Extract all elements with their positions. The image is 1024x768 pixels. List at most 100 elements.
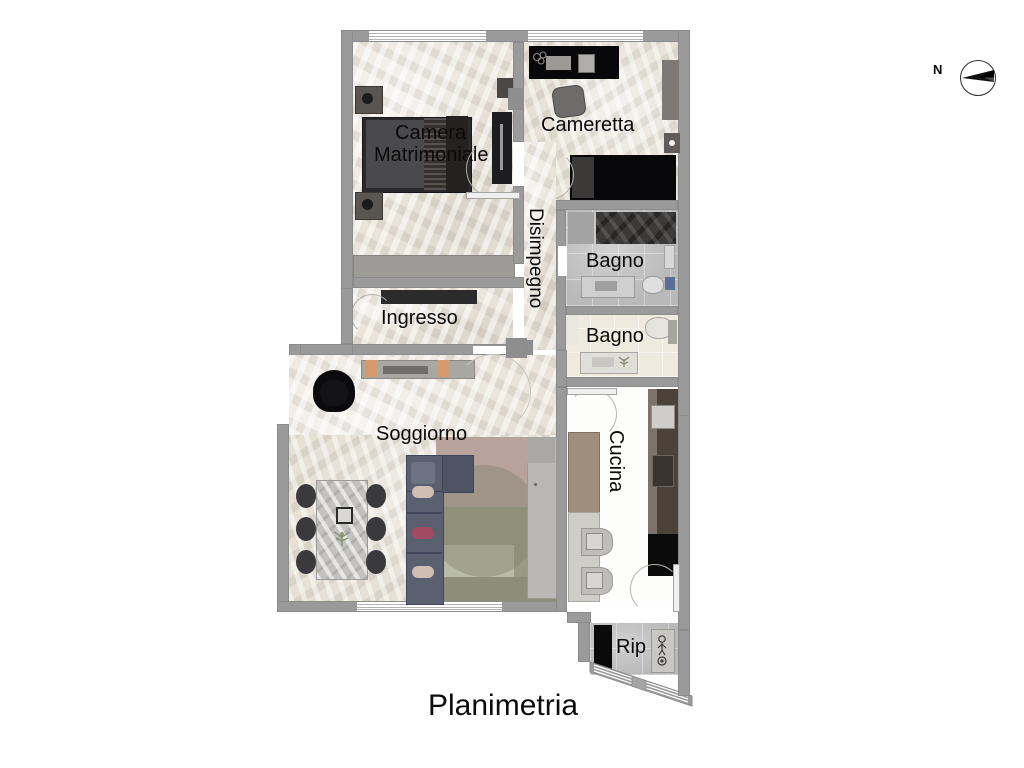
exterior-wall-west-north-block	[341, 30, 353, 340]
exterior-wall-soggiorno-west-lower	[277, 424, 289, 612]
room-label-bagno-1: Bagno	[586, 250, 644, 272]
console-long-accent-left	[366, 360, 378, 377]
door-jamb-soggiorno	[506, 338, 527, 358]
bed-headboard	[446, 116, 468, 192]
room-label-camera-matrimoniale-line1: Camera	[395, 122, 467, 144]
shower-screen-bagno-2	[668, 320, 677, 344]
exterior-wall-east-lower	[678, 415, 690, 630]
room-label-bagno-2: Bagno	[586, 325, 644, 347]
room-label-cameretta: Cameretta	[541, 114, 635, 136]
exterior-wall-rip-west	[578, 612, 590, 662]
interior-wall-camera-east-jamb	[508, 88, 527, 110]
door-leaf-camera	[466, 192, 520, 199]
tv-panel-soggiorno	[383, 366, 428, 374]
boiler-icon	[657, 635, 667, 666]
dining-chair-right-3	[366, 550, 386, 574]
interior-wall-ingresso-south	[341, 344, 521, 355]
interior-wall-disimpegno-east	[556, 210, 566, 350]
sofa-seat-1	[411, 462, 435, 484]
nightstand-top-lamp	[362, 93, 373, 104]
window-north-2	[528, 31, 643, 41]
dining-chair-left-1	[296, 484, 316, 508]
dining-chair-left-3	[296, 550, 316, 574]
door-arc-camera	[466, 140, 524, 198]
cooktop-cucina	[651, 405, 675, 429]
room-label-camera-matrimoniale-line2: Matrimoniale	[374, 144, 489, 166]
door-leaf-cucina-north	[567, 388, 617, 395]
exterior-wall-soggiorno-northwest	[289, 344, 353, 355]
interior-wall-camera-south	[353, 277, 524, 288]
desk-monitor	[546, 56, 571, 70]
door-arc-ingresso	[351, 294, 393, 336]
interior-wall-soggiorno-east	[556, 387, 567, 612]
bidet-bagno-1	[665, 277, 675, 290]
dining-chair-right-2	[366, 517, 386, 541]
sofa-cushion-1	[412, 486, 434, 498]
door-arc-cucina-south	[630, 564, 680, 614]
bed-mattress	[366, 120, 426, 188]
sink-cucina	[652, 455, 674, 487]
room-floor-disimpegno	[524, 142, 556, 350]
exterior-wall-east	[678, 30, 690, 420]
room-label-cucina: Cucina	[605, 430, 627, 493]
console-long-accent-right	[437, 360, 449, 377]
sofa-cushion-2	[412, 527, 434, 539]
dining-table	[316, 480, 368, 580]
desk-plant-icon	[532, 51, 547, 65]
sideboard-east-top	[527, 437, 555, 463]
interior-wall-service-west	[556, 350, 567, 387]
washbasin-bowl-bagno-1	[595, 281, 617, 291]
exterior-wall-ingresso-west	[341, 288, 353, 344]
door-arc-soggiorno	[455, 354, 531, 430]
exterior-wall-rip-east	[678, 630, 690, 696]
room-label-rip: Rip	[616, 636, 647, 658]
room-label-soggiorno: Soggiorno	[376, 423, 468, 445]
exterior-wall-rip-south-angled	[589, 661, 693, 707]
compass-north-label: N	[933, 62, 943, 77]
shower-tray-edge	[568, 212, 594, 244]
page-title: Planimetria	[428, 689, 579, 722]
door-opening-soggiorno-north	[473, 346, 517, 354]
dining-chair-left-2	[296, 517, 316, 541]
room-label-ingresso: Ingresso	[381, 307, 458, 329]
room-label-disimpegno: Disimpegno	[525, 208, 546, 309]
bed-pillows	[424, 118, 446, 190]
shower-dark	[596, 212, 676, 244]
sideboard-east-knob	[534, 483, 537, 486]
compass-ring	[960, 60, 996, 96]
wardrobe-strip-bottom	[353, 255, 515, 279]
chair-cucina-2-seat	[586, 572, 603, 589]
door-opening-bagno-1	[558, 246, 567, 276]
wall-fixture-cameretta-dot	[669, 140, 675, 146]
dining-table-plant-icon	[333, 531, 351, 546]
sofa-sectional-chaise	[406, 491, 444, 605]
wall-stub-bagno-2	[566, 315, 578, 345]
interior-wall-camera-east-lower	[513, 186, 524, 264]
desk-shelf-item	[578, 54, 595, 73]
dining-chair-right-1	[366, 484, 386, 508]
plant-bagno-2-icon	[618, 356, 630, 367]
interior-wall-bagno-2-south	[566, 377, 678, 387]
sofa-divider-1	[406, 512, 442, 514]
sofa-cushion-3	[412, 566, 434, 578]
console-dark-ingresso	[381, 290, 477, 304]
chair-cucina-1-seat	[586, 533, 603, 550]
window-north-1	[369, 31, 486, 41]
dining-table-centerpiece	[336, 507, 353, 524]
nightstand-bottom-lamp	[362, 199, 373, 210]
towel-rail-bagno-1	[664, 245, 675, 269]
sofa-armrest	[442, 455, 474, 493]
sofa-divider-2	[406, 552, 442, 554]
washbasin-bowl-bagno-2	[592, 357, 614, 367]
armchair-black-seat	[320, 380, 348, 406]
compass-needle-icon	[962, 70, 994, 82]
sideboard-east-soggiorno	[527, 437, 557, 599]
interior-wall-cameretta-south	[556, 200, 678, 210]
bed-single-pillow	[572, 157, 594, 198]
exterior-wall-rip-north	[567, 612, 591, 623]
door-leaf-cucina-south	[673, 564, 680, 612]
island-cucina	[568, 432, 600, 514]
interior-wall-bagno-1-south	[566, 306, 678, 315]
storage-unit-black-rip	[594, 625, 612, 669]
